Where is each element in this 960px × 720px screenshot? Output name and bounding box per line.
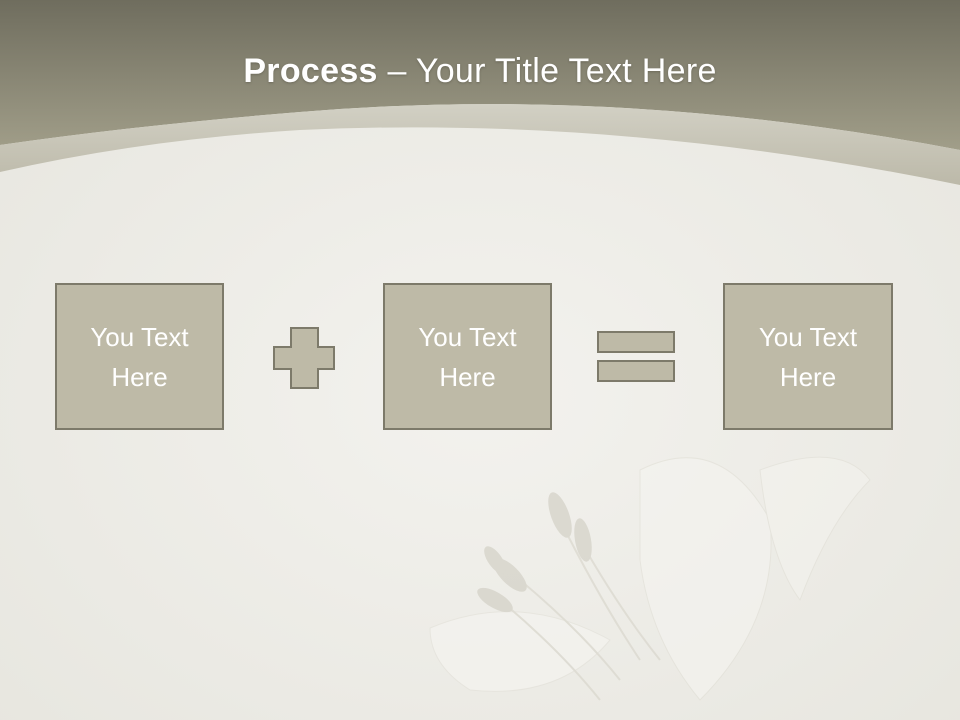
process-box-3-text: You Text Here bbox=[758, 321, 858, 392]
title-text: Your Title Text Here bbox=[415, 52, 717, 90]
plus-icon bbox=[273, 327, 335, 389]
header-band bbox=[0, 0, 960, 150]
process-box-2-text: You Text Here bbox=[418, 321, 517, 392]
process-box-1[interactable]: You Text Here bbox=[55, 283, 224, 430]
title-bold: Process bbox=[243, 52, 378, 90]
title-separator: – bbox=[377, 52, 416, 90]
slide-title: Process – Your Title Text Here bbox=[0, 52, 960, 91]
process-box-3[interactable]: You Text Here bbox=[723, 283, 893, 430]
header-wave bbox=[0, 104, 960, 185]
lily-decoration bbox=[429, 456, 871, 701]
process-box-2[interactable]: You Text Here bbox=[383, 283, 552, 430]
process-box-1-text: You Text Here bbox=[90, 321, 189, 392]
equals-icon bbox=[597, 331, 675, 382]
